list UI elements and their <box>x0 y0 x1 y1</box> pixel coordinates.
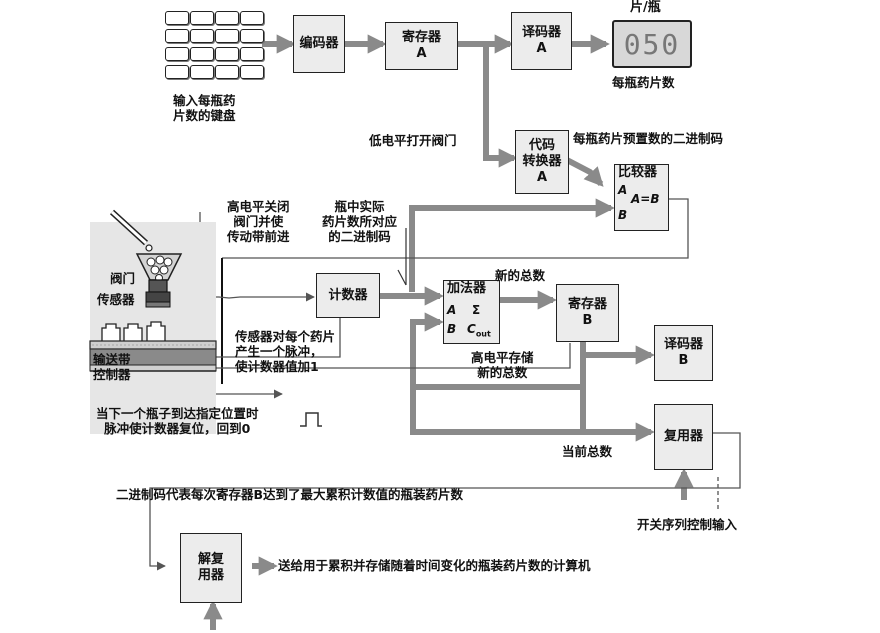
output-note: 送给用于累积并存储随着时间变化的瓶装药片数的计算机 <box>278 558 591 573</box>
adder-block: 加法器 <box>443 280 500 344</box>
high-level-store-label: 高电平存储新的总数 <box>471 350 534 380</box>
adder-pin-a: A <box>447 303 457 317</box>
adder-pin-b: B <box>447 322 457 336</box>
high-level-close-label: 高电平关闭阀门并使传动带前进 <box>227 199 290 244</box>
comparator-pin-a: A <box>618 183 628 197</box>
conveyor-scene <box>89 209 217 434</box>
current-total-label: 当前总数 <box>562 444 613 459</box>
reset-note-label: 当下一个瓶子到达指定位置时脉冲使计数器复位，回到0 <box>96 406 259 436</box>
keypad-keyboard[interactable] <box>163 9 264 89</box>
comparator-pin-b: B <box>618 208 628 222</box>
conveyor-controller-label: 输送带控制器 <box>93 352 131 382</box>
pill-count-display: 050 <box>612 20 692 68</box>
new-total-label: 新的总数 <box>495 268 546 283</box>
display-caption: 每瓶药片数 <box>612 75 675 90</box>
sensor-label: 传感器 <box>97 292 135 307</box>
actual-binary-label: 瓶中实际药片数所对应的二进制码 <box>322 199 398 244</box>
keyboard-label: 输入每瓶药片数的键盘 <box>173 93 236 123</box>
sensor-pulse-label: 传感器对每个药片产生一个脉冲，使计数器值加1 <box>235 329 336 374</box>
counter-block: 计数器 <box>316 273 380 318</box>
low-level-open-label: 低电平打开阀门 <box>369 133 457 148</box>
demultiplexer-block: 解复用器 <box>180 533 242 603</box>
adder-pin-sum: Σ <box>472 303 481 317</box>
binary-code-note: 二进制码代表每次寄存器B达到了最大累积计数值的瓶装药片数 <box>116 487 464 502</box>
comparator-pin-eq: A=B <box>631 192 660 206</box>
preset-binary-label: 每瓶药片预置数的二进制码 <box>573 131 724 146</box>
adder-pin-cout: Cout <box>467 322 491 339</box>
encoder-block: 编码器 <box>293 15 345 73</box>
valve-label: 阀门 <box>110 271 136 286</box>
display-unit-label: 片/瓶 <box>630 0 661 15</box>
comparator-block: 比较器 <box>614 164 669 231</box>
multiplexer-block: 复用器 <box>654 404 713 470</box>
switch-input-label: 开关序列控制输入 <box>637 517 738 532</box>
